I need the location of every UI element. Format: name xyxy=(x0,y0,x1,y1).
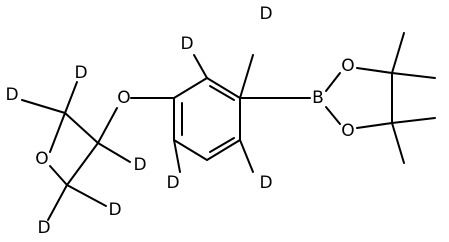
bond-c-d-top-left xyxy=(193,54,208,79)
bond-ring-double-top xyxy=(209,85,235,101)
bond-oxetane-d-methine xyxy=(97,142,131,163)
bond-b-o-top xyxy=(325,72,341,92)
atom-deuterium-ring-top-left: D xyxy=(180,34,193,54)
bond-b-o-bottom xyxy=(325,106,341,125)
bond-oxetane-c4-c3 xyxy=(66,142,99,186)
atom-deuterium-oxetane-bottom-left: D xyxy=(37,218,50,238)
bond-ring-double-bottom xyxy=(209,137,235,153)
bond-oxetane-c3-c2 xyxy=(64,112,99,144)
bond-methyl-bottom-right xyxy=(391,117,436,124)
bond-o-bottom-c xyxy=(356,122,393,129)
bond-methyl-top-up xyxy=(391,32,405,74)
atom-boron: B xyxy=(312,88,324,108)
bond-c-d-bottom-left xyxy=(173,139,181,173)
bond-methyl-bottom-down xyxy=(391,122,405,164)
atom-labels: O O B O O D D D D D D D D D xyxy=(5,4,354,238)
atom-deuterium-ring-bottom-left: D xyxy=(166,173,179,193)
atom-deuterium-oxetane-bottom-right: D xyxy=(108,200,121,220)
bond-c-d-top-right xyxy=(239,54,254,99)
bond-oxetane-c2-o xyxy=(49,112,66,153)
atom-deuterium-oxetane-top-left: D xyxy=(5,85,18,105)
bond-oxetane-d-top-left xyxy=(21,99,66,114)
bond-oxetane-d-bottom-left xyxy=(47,184,68,221)
atom-boronate-oxygen-top: O xyxy=(341,56,354,76)
bond-o-ether-oxetane xyxy=(97,107,118,144)
bond-ring-c5-c6 xyxy=(206,77,241,99)
atom-deuterium-oxetane-methine: D xyxy=(133,155,146,175)
atom-boronate-oxygen-bottom: O xyxy=(341,121,354,141)
bond-o-top-c xyxy=(356,67,393,74)
bond-ring-c2-c3 xyxy=(173,139,208,161)
bond-oxetane-o-c4 xyxy=(49,165,68,186)
bond-ring-c3-c4 xyxy=(206,139,241,161)
atom-deuterium-ring-bottom-right: D xyxy=(259,173,272,193)
bond-oxetane-d-bottom-right xyxy=(66,184,107,207)
atom-oxetane-oxygen: O xyxy=(35,149,48,169)
atom-deuterium-ring-top-right: D xyxy=(259,4,272,24)
bond-oxetane-d-top-right xyxy=(64,81,78,114)
bond-ring-c6-c1 xyxy=(173,77,208,99)
atom-ether-oxygen: O xyxy=(117,88,130,108)
bond-methyl-top-right xyxy=(391,72,436,79)
bond-c-d-bottom-right xyxy=(239,139,254,173)
bonds xyxy=(21,32,436,221)
atom-deuterium-oxetane-top-right: D xyxy=(74,63,87,83)
